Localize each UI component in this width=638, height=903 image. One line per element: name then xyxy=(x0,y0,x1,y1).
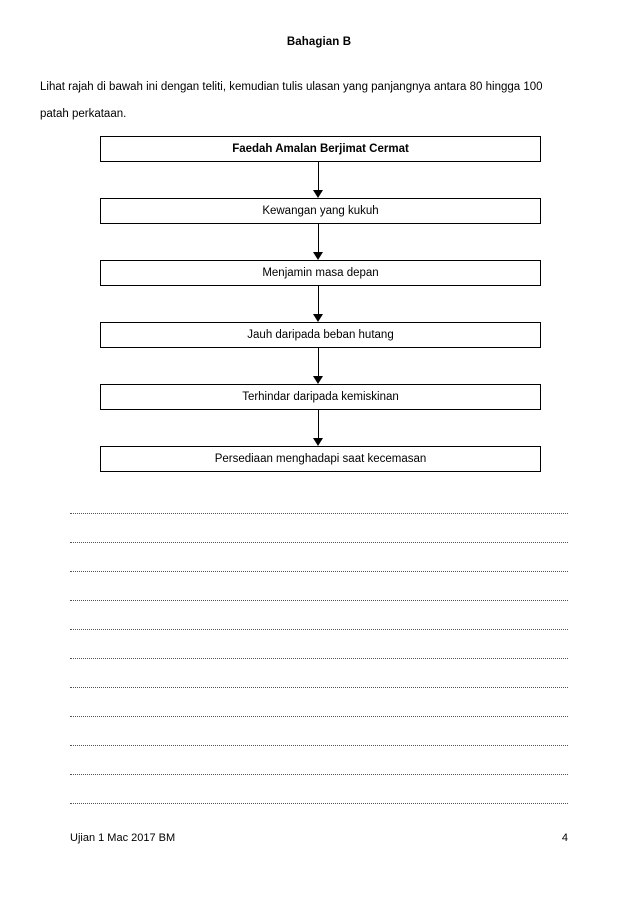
down-arrow-icon xyxy=(313,376,323,384)
answer-line xyxy=(70,600,568,601)
down-arrow-icon xyxy=(313,314,323,322)
connector-line xyxy=(318,162,319,192)
flowchart-connector-1 xyxy=(100,162,541,198)
page-footer: Ujian 1 Mac 2017 BM 4 xyxy=(70,832,568,844)
connector-line xyxy=(318,348,319,378)
flowchart-box-4: Jauh daripada beban hutang xyxy=(100,322,541,348)
connector-line xyxy=(318,410,319,440)
flowchart-connector-5 xyxy=(100,410,541,446)
flowchart-box-6: Persediaan menghadapi saat kecemasan xyxy=(100,446,541,472)
answer-line xyxy=(70,571,568,572)
answer-line xyxy=(70,745,568,746)
down-arrow-icon xyxy=(313,252,323,260)
flowchart-box-2: Kewangan yang kukuh xyxy=(100,198,541,224)
answer-line xyxy=(70,629,568,630)
answer-line xyxy=(70,658,568,659)
flowchart-box-1: Faedah Amalan Berjimat Cermat xyxy=(100,136,541,162)
flowchart-connector-3 xyxy=(100,286,541,322)
answer-line xyxy=(70,542,568,543)
instructions-text: Lihat rajah di bawah ini dengan teliti, … xyxy=(40,81,543,120)
answer-line xyxy=(70,716,568,717)
answer-line xyxy=(70,687,568,688)
connector-line xyxy=(318,286,319,316)
footer-left-text: Ujian 1 Mac 2017 BM xyxy=(70,832,176,844)
flowchart-connector-4 xyxy=(100,348,541,384)
down-arrow-icon xyxy=(313,438,323,446)
answer-lines xyxy=(70,513,568,832)
flowchart: Faedah Amalan Berjimat Cermat Kewangan y… xyxy=(100,136,541,472)
footer-page-number: 4 xyxy=(561,832,568,844)
answer-line xyxy=(70,513,568,514)
flowchart-box-5: Terhindar daripada kemiskinan xyxy=(100,384,541,410)
flowchart-box-3: Menjamin masa depan xyxy=(100,260,541,286)
down-arrow-icon xyxy=(313,190,323,198)
page-title: Bahagian B xyxy=(286,36,352,48)
answer-line xyxy=(70,803,568,804)
answer-line xyxy=(70,774,568,775)
connector-line xyxy=(318,224,319,254)
flowchart-connector-2 xyxy=(100,224,541,260)
